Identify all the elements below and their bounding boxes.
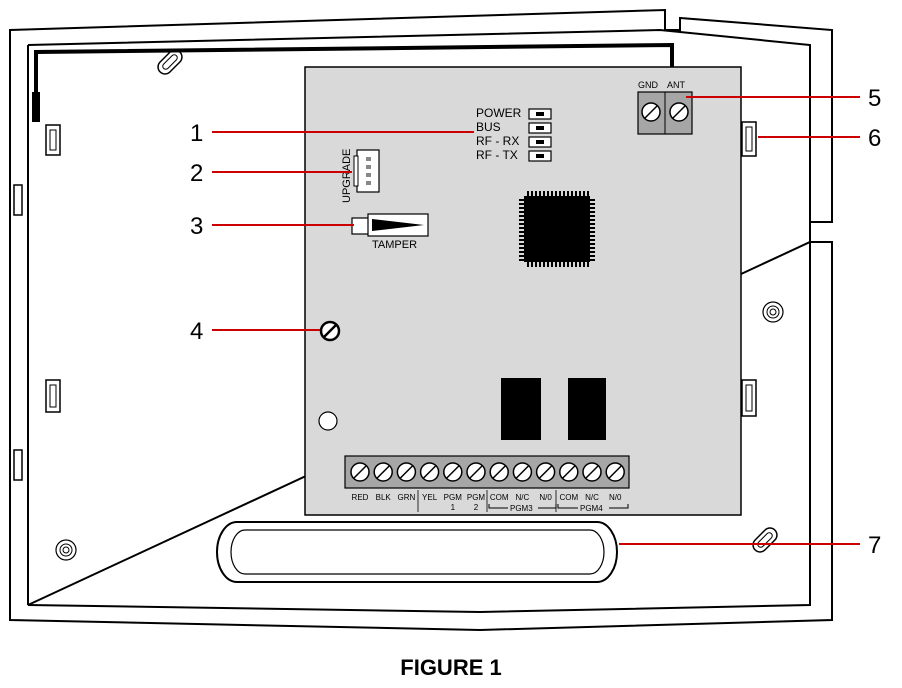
pgm3-group-label: PGM3: [510, 504, 533, 513]
antenna-terminal-block: [637, 91, 693, 135]
terminal-screw: [419, 462, 440, 482]
terminal-label: GRN: [398, 493, 416, 502]
callout-number-1: 1: [190, 120, 203, 147]
device-drawing: GND ANT POWER BUS RF - RX RF - TX UPGRAD…: [9, 8, 881, 632]
terminal-screw: [396, 462, 417, 482]
terminal-block: [344, 455, 630, 489]
terminal-screw: [582, 462, 602, 482]
terminal-sublabel: 1: [451, 503, 456, 512]
upgrade-connector: [353, 149, 380, 193]
terminal-label: COM: [559, 493, 578, 502]
terminal-screw: [443, 462, 463, 482]
terminal-label: N/0: [539, 493, 552, 502]
tamper-switch: [351, 213, 429, 237]
terminal-label: N/C: [516, 493, 530, 502]
callout-number-6: 6: [868, 125, 881, 152]
terminal-screw: [512, 462, 533, 482]
relay-1: [501, 378, 541, 440]
gnd-label: GND: [638, 80, 659, 90]
ant-label: ANT: [667, 80, 686, 90]
terminal-label: BLK: [376, 493, 392, 502]
terminal-screw: [373, 462, 393, 482]
figure-caption: FIGURE 1: [400, 655, 502, 680]
callout-number-7: 7: [868, 532, 881, 559]
relay-2: [568, 378, 606, 440]
terminal-label: YEL: [422, 493, 438, 502]
terminal-screw: [350, 462, 370, 482]
snap-clip-right-top: [741, 121, 757, 157]
pgm-group-brackets: [488, 504, 629, 509]
callout-number-4: 4: [190, 318, 203, 345]
led-label-rf-rx: RF - RX: [476, 134, 519, 148]
terminal-label: RED: [352, 493, 369, 502]
led-indicators: [528, 108, 552, 162]
terminal-sublabel: 2: [474, 503, 479, 512]
microcontroller-chip: [519, 191, 595, 267]
terminal-screw: [535, 462, 556, 482]
screw-hole-bottom-right: [752, 527, 778, 553]
tamper-label: TAMPER: [372, 239, 417, 251]
terminal-label: N/C: [585, 493, 599, 502]
led-label-bus: BUS: [476, 120, 501, 134]
terminal-screw: [489, 462, 509, 482]
board-hole: [318, 411, 338, 431]
snap-clip-left-bottom: [45, 379, 61, 413]
terminal-label: PGM: [444, 493, 463, 502]
wire-entry-slot: [216, 521, 618, 583]
mounting-screw: [319, 320, 341, 342]
callout-number-3: 3: [190, 213, 203, 240]
terminal-screw: [466, 462, 486, 482]
terminal-label: PGM: [467, 493, 486, 502]
snap-clip-left-top: [45, 124, 61, 156]
upgrade-label: UPGRADE: [341, 149, 353, 203]
pgm4-group-label: PGM4: [580, 504, 603, 513]
housing-inner: [27, 28, 811, 614]
circuit-board: [304, 66, 742, 516]
terminal-label: COM: [490, 493, 509, 502]
callout-number-5: 5: [868, 85, 881, 112]
callout-number-2: 2: [190, 160, 203, 187]
screw-hole-right: [762, 301, 784, 323]
snap-clip-right-bottom: [741, 379, 757, 417]
led-label-power: POWER: [476, 106, 522, 120]
terminal-label: N/0: [609, 493, 622, 502]
screw-hole-bottom-left: [55, 539, 77, 561]
terminal-screw: [559, 462, 579, 482]
led-label-rf-tx: RF - TX: [476, 148, 518, 162]
screw-hole-top-left: [157, 49, 183, 75]
terminal-screw: [605, 462, 625, 482]
callout-lines: [212, 96, 860, 545]
